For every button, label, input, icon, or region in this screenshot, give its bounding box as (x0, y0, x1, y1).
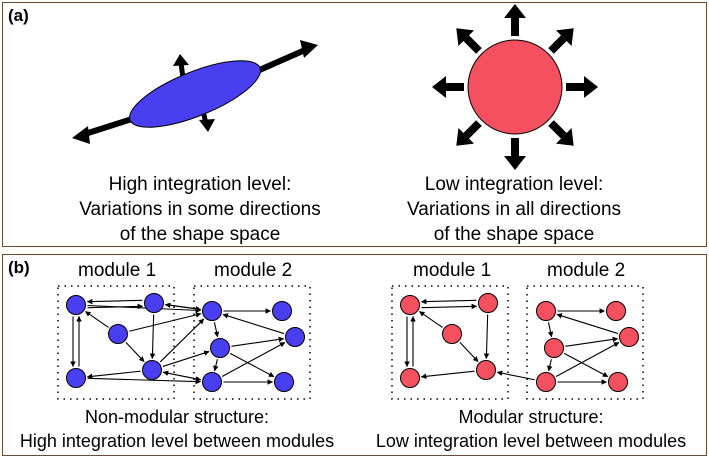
network-node (400, 368, 420, 388)
edge-arrow (231, 336, 285, 347)
edge-arrow (547, 359, 553, 372)
right-caption: Low integration level: Variations in all… (384, 172, 644, 247)
left-caption: High integration level: Variations in so… (70, 172, 330, 247)
caption-line: Modular structure: (458, 407, 604, 427)
arrow-shaft (548, 120, 567, 139)
edge-arrow (547, 322, 554, 338)
arrow-head (556, 28, 574, 46)
network-node (144, 293, 164, 313)
arrow-head (556, 128, 574, 146)
edge-arrow (86, 298, 143, 305)
edge-arrow (563, 352, 609, 378)
right-network-caption: Modular structure: Low integration level… (354, 405, 708, 453)
network-node (285, 327, 305, 347)
edge-arrow (87, 304, 202, 314)
caption-line: Non-modular structure: (84, 407, 270, 427)
network-node (442, 324, 462, 344)
caption-line: Low integration level: (424, 174, 604, 195)
arrow-shaft (463, 120, 482, 139)
caption-line: High integration level: (108, 174, 292, 195)
module-box (193, 285, 311, 400)
arrow-head (456, 28, 474, 46)
module-title: module 2 (214, 260, 293, 281)
network-node (142, 360, 162, 380)
caption-line: Variations in some directions (79, 199, 321, 220)
edge-arrow (221, 341, 286, 378)
edge-arrow (163, 371, 202, 382)
network-node (66, 295, 86, 315)
module-box (391, 285, 509, 400)
panel-a-label: (a) (8, 6, 29, 25)
edge-arrow (213, 359, 219, 372)
network-node (619, 327, 639, 347)
isotropic-variation-shape (432, 4, 598, 170)
network-node (66, 368, 86, 388)
caption-line: of the shape space (433, 224, 595, 245)
edge-arrow (565, 336, 619, 347)
edge-arrow (555, 341, 620, 378)
arrow-head (504, 156, 526, 170)
edge-arrow (459, 341, 479, 363)
network-node (108, 324, 128, 344)
arrow-head (504, 4, 526, 18)
edge-arrow (159, 318, 205, 363)
caption-line: Variations in all directions (406, 199, 622, 220)
caption-line: of the shape space (119, 224, 281, 245)
network-node (274, 372, 294, 392)
edge-arrow (149, 314, 156, 360)
network-node (210, 338, 230, 358)
network-node (536, 372, 556, 392)
panel-a (2, 2, 707, 247)
isotropic-circle (467, 39, 563, 135)
edge-arrow (222, 313, 285, 335)
network-node (272, 301, 292, 321)
edge-arrow (421, 303, 478, 310)
edge-arrow (85, 311, 109, 328)
module-title: module 1 (413, 260, 492, 281)
edge-arrow (229, 352, 275, 378)
panel-b-label: (b) (8, 258, 30, 277)
edge-arrow (129, 312, 202, 332)
caption-line: High integration level between modules (19, 431, 335, 451)
edge-arrow (125, 341, 145, 363)
edge-arrow (162, 350, 210, 367)
edge-arrow (213, 322, 220, 338)
edge-arrow (556, 313, 619, 335)
arrow-head (584, 76, 598, 98)
network-node (478, 293, 498, 313)
network-node (202, 372, 222, 392)
arrow-head (456, 128, 474, 146)
network-node (606, 301, 626, 321)
module-box (526, 285, 644, 400)
edge-arrow (419, 311, 443, 328)
network-modular (400, 293, 639, 392)
arrow-shaft (463, 35, 482, 54)
arrow-shaft (548, 35, 567, 54)
panel-b (2, 254, 707, 456)
arrow-head (432, 76, 446, 98)
network-node (536, 301, 556, 321)
edge-arrow (164, 302, 201, 310)
edge-arrow (87, 377, 202, 385)
network-non-modular (66, 293, 305, 392)
left-network-caption: Non-modular structure: High integration … (0, 405, 354, 453)
caption-line: Low integration level between modules (375, 431, 687, 451)
network-node (544, 338, 564, 358)
module-title: module 1 (78, 260, 157, 281)
edge-arrow (420, 370, 475, 380)
edge-arrow (483, 314, 490, 360)
edge-arrow (420, 298, 477, 305)
anisotropic-variation-shape (72, 40, 318, 144)
edge-arrow (496, 370, 535, 381)
network-node (202, 301, 222, 321)
network-node (476, 360, 496, 380)
module-box (57, 285, 175, 400)
network-node (608, 372, 628, 392)
module-title: module 2 (547, 260, 626, 281)
edge-arrow (86, 370, 141, 380)
network-node (400, 295, 420, 315)
